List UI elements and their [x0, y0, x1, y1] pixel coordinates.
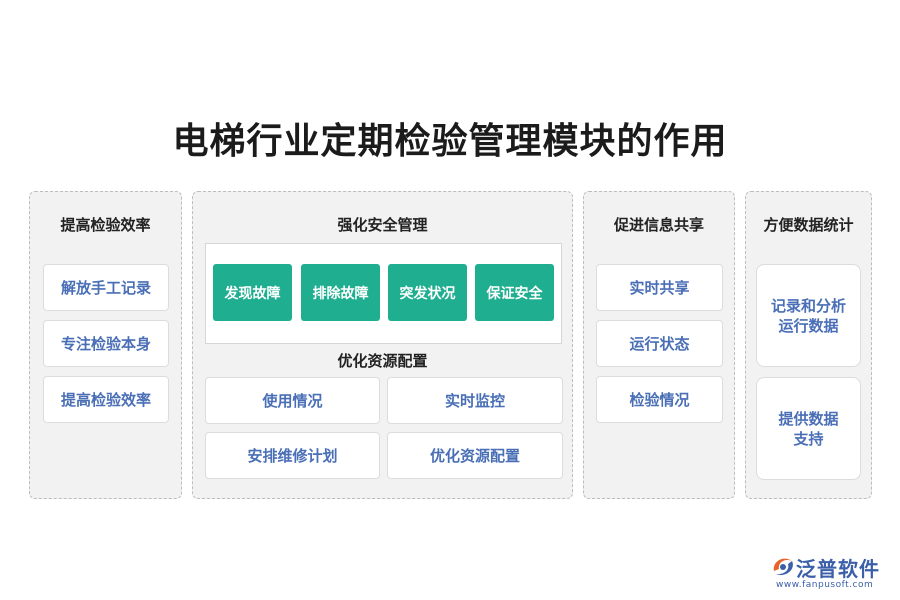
panel-efficiency-heading: 提高检验效率 [60, 216, 151, 234]
fanpu-swirl-logo-icon [773, 558, 793, 575]
resource-item: 优化资源配置 [387, 432, 563, 479]
brand-logo: 泛普软件 www.fanpusoft.com [770, 551, 892, 595]
efficiency-item: 专注检验本身 [43, 320, 169, 367]
sharing-item: 检验情况 [596, 376, 723, 423]
logo-name: 泛普软件 [796, 557, 880, 581]
action-emergency: 突发状况 [388, 264, 467, 321]
resource-item: 安排维修计划 [205, 432, 380, 479]
panel-safety: 强化安全管理 发现故障 排除故障 突发状况 保证安全 优化资源配置 使用情况 实… [192, 191, 573, 499]
stats-item-line: 记录和分析 [770, 296, 846, 315]
resource-item: 实时监控 [387, 377, 563, 424]
panel-efficiency: 提高检验效率 解放手工记录 专注检验本身 提高检验效率 [29, 191, 182, 499]
action-clear-fault: 排除故障 [301, 264, 380, 321]
panel-safety-heading: 强化安全管理 [337, 216, 428, 234]
stats-item-support: 提供数据 支持 [756, 377, 861, 480]
stats-item-line: 运行数据 [778, 316, 839, 335]
stats-item-line: 提供数据 [778, 409, 839, 428]
action-ensure-safety: 保证安全 [475, 264, 554, 321]
panel-sharing: 促进信息共享 实时共享 运行状态 检验情况 [583, 191, 735, 499]
panel-stats-heading: 方便数据统计 [763, 216, 854, 234]
action-find-fault: 发现故障 [213, 264, 292, 321]
logo-url: www.fanpusoft.com [776, 580, 874, 590]
stats-item-line: 支持 [793, 429, 824, 448]
panel-sharing-heading: 促进信息共享 [613, 216, 704, 234]
page-title: 电梯行业定期检验管理模块的作用 [172, 121, 728, 162]
stats-item-record: 记录和分析 运行数据 [756, 264, 861, 367]
efficiency-item: 解放手工记录 [43, 264, 169, 311]
panel-safety-subheading: 优化资源配置 [337, 352, 428, 370]
efficiency-item: 提高检验效率 [43, 376, 169, 423]
panel-stats: 方便数据统计 记录和分析 运行数据 提供数据 支持 [745, 191, 872, 499]
sharing-item: 实时共享 [596, 264, 723, 311]
sharing-item: 运行状态 [596, 320, 723, 367]
safety-actions-frame: 发现故障 排除故障 突发状况 保证安全 [205, 243, 562, 344]
resource-item: 使用情况 [205, 377, 380, 424]
